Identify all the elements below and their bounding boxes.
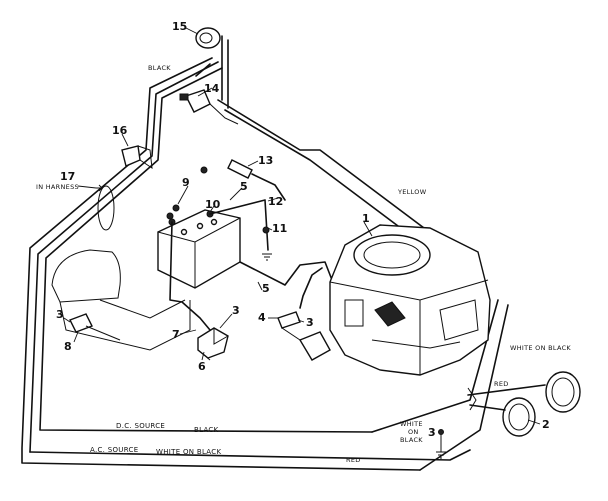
label-black-small: BLACK [400,436,423,444]
wiring-harness [21,35,509,471]
terminals [166,166,208,220]
rectifier-4 [277,267,331,361]
label-dc-black: BLACK [194,426,219,434]
harness-arrow [96,184,103,192]
ignition-switch [179,89,239,125]
callout-3-mid: 3 [232,304,240,317]
seat-outline [51,249,191,351]
engine [329,224,491,376]
gauge-15 [195,27,221,49]
label-red-right: RED [494,380,509,388]
label-white-on-black-right: WHITE ON BLACK [510,344,571,352]
callout-5-mid: 5 [262,282,270,295]
label-ac-white-on-black: WHITE ON BLACK [156,448,221,456]
callout-3-bottom: 3 [428,426,436,439]
wire-labels: IN HARNESS BLACK YELLOW WHITE ON BLACK R… [36,64,571,464]
callout-16: 16 [112,124,128,137]
callout-5-top: 5 [240,180,248,193]
headlights [467,371,581,437]
starter-cable [239,261,333,286]
callout-14: 14 [204,82,220,95]
callout-17: 17 [60,170,75,183]
switch-16 [121,145,153,170]
callout-15: 15 [172,20,187,33]
solenoid [197,327,229,361]
callout-3-right: 3 [306,316,314,329]
label-black-top: BLACK [148,64,171,72]
label-in-harness: IN HARNESS [36,183,79,191]
callout-9: 9 [182,176,190,189]
label-ac-source: A.C. SOURCE [90,446,138,454]
label-white: WHITE [400,420,423,428]
leader-lines [63,27,541,425]
label-on: ON [408,428,419,436]
callout-6: 6 [198,360,206,373]
battery-cable-negative [169,221,211,331]
callout-7: 7 [172,328,180,341]
callout-10: 10 [205,198,221,211]
ground-bottom [436,429,446,459]
callout-13: 13 [258,154,273,167]
callout-4: 4 [258,311,266,324]
fuse-holder [227,159,286,201]
label-yellow: YELLOW [397,188,427,196]
callout-numbers: 15 14 16 13 9 5 12 10 11 1 17 5 3 7 6 4 … [56,20,550,439]
callout-2: 2 [542,418,550,431]
callout-11: 11 [272,222,287,235]
callout-12: 12 [268,195,283,208]
ground-11 [262,226,272,261]
ground-clip-8 [69,313,121,341]
harness-sleeve [97,185,115,231]
callout-8: 8 [64,340,72,353]
callout-1: 1 [362,212,370,225]
label-red-bottom: RED [346,456,361,464]
label-dc-source: D.C. SOURCE [116,422,165,430]
callout-3-left: 3 [56,308,64,321]
